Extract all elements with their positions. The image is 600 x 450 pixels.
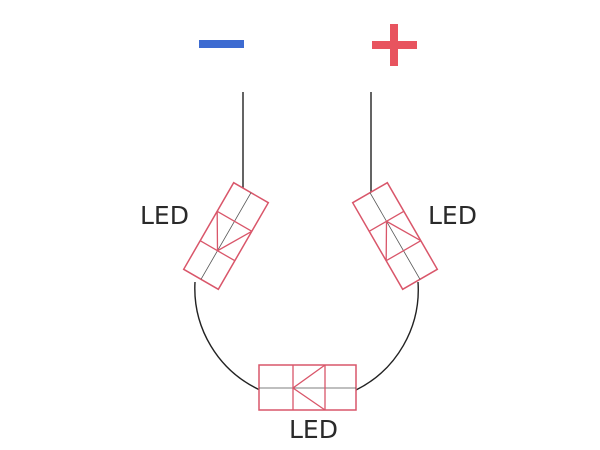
positive-terminal bbox=[372, 24, 417, 66]
negative-terminal bbox=[199, 40, 244, 48]
led-right bbox=[351, 181, 439, 291]
led-bottom-label: LED bbox=[289, 415, 338, 444]
led-right-label: LED bbox=[428, 201, 477, 230]
led-left-label: LED bbox=[140, 201, 189, 230]
right-arc-wire bbox=[355, 281, 419, 391]
led-bottom bbox=[258, 364, 357, 411]
led-left bbox=[182, 181, 270, 291]
left-arc-wire bbox=[194, 281, 261, 391]
plus-sign-icon bbox=[372, 24, 417, 66]
minus-sign-icon bbox=[199, 40, 244, 48]
